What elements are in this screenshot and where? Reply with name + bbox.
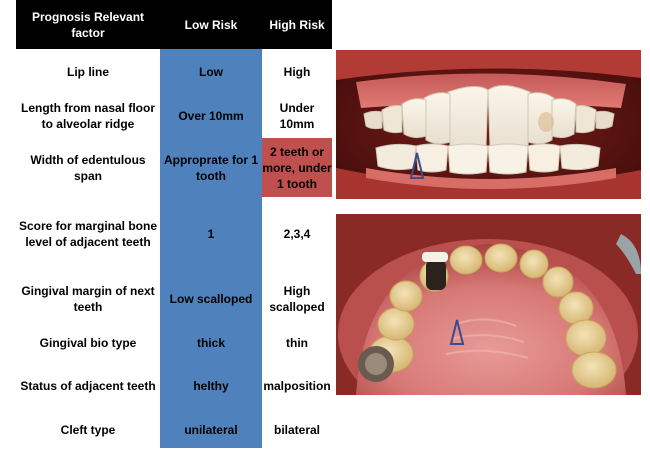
arrow-icon [449,319,465,345]
table-row: Status of adjacent teeth helthy malposit… [16,360,332,411]
row-low: helthy [193,378,229,393]
row-low: thick [196,336,225,350]
row-factor: Cleft type [60,422,116,437]
row-high: Under 10mm [279,101,315,131]
clinical-photo-occlusal [336,214,641,395]
table-row: Lip line Low High [16,49,332,94]
table-row: Gingival bio type thick thin [16,326,332,360]
row-high: 2,3,4 [283,227,311,241]
row-low: Over 10mm [178,109,244,123]
arrow-icon [409,152,425,179]
row-factor: Lip line [67,64,109,79]
row-low: Low scalloped [169,291,253,306]
row-factor: Score for marginal bone level of adjacen… [18,219,158,249]
row-factor: Gingival margin of next teeth [21,283,155,314]
row-low: 1 [207,227,215,241]
row-factor: Status of adjacent teeth [20,378,156,393]
clinical-photo-frontal [336,50,641,199]
row-low: unilateral [184,422,238,437]
row-low: Approprate for 1 tooth [163,152,258,183]
prognosis-table: Prognosis Relevant factor Low Risk High … [16,0,334,451]
row-low: Low [199,64,223,79]
table-row: Score for marginal bone level of adjacen… [16,197,332,271]
row-high: malposition [263,378,331,393]
row-high-highlighted: 2 teeth or more, under 1 tooth [262,138,332,197]
low-risk-column [160,49,262,448]
row-factor: Gingival bio type [39,336,137,350]
table-header: Prognosis Relevant factor Low Risk High … [16,0,332,49]
row-high: High scalloped [269,283,325,314]
row-factor: Length from nasal floor to alveolar ridg… [20,101,155,131]
header-low-risk: Low Risk [184,17,238,32]
row-high: thin [286,336,308,350]
row-high: High [283,64,311,79]
table-row: Cleft type unilateral bilateral [16,411,332,448]
table-row: Width of edentulous span Approprate for … [16,138,332,197]
row-high: bilateral [273,422,321,437]
header-factor: Prognosis Relevant factor [31,9,145,40]
row-factor: Width of edentulous span [30,152,146,183]
header-high-risk: High Risk [269,17,325,32]
table-row: Gingival margin of next teeth Low scallo… [16,271,332,326]
table-row: Length from nasal floor to alveolar ridg… [16,94,332,138]
